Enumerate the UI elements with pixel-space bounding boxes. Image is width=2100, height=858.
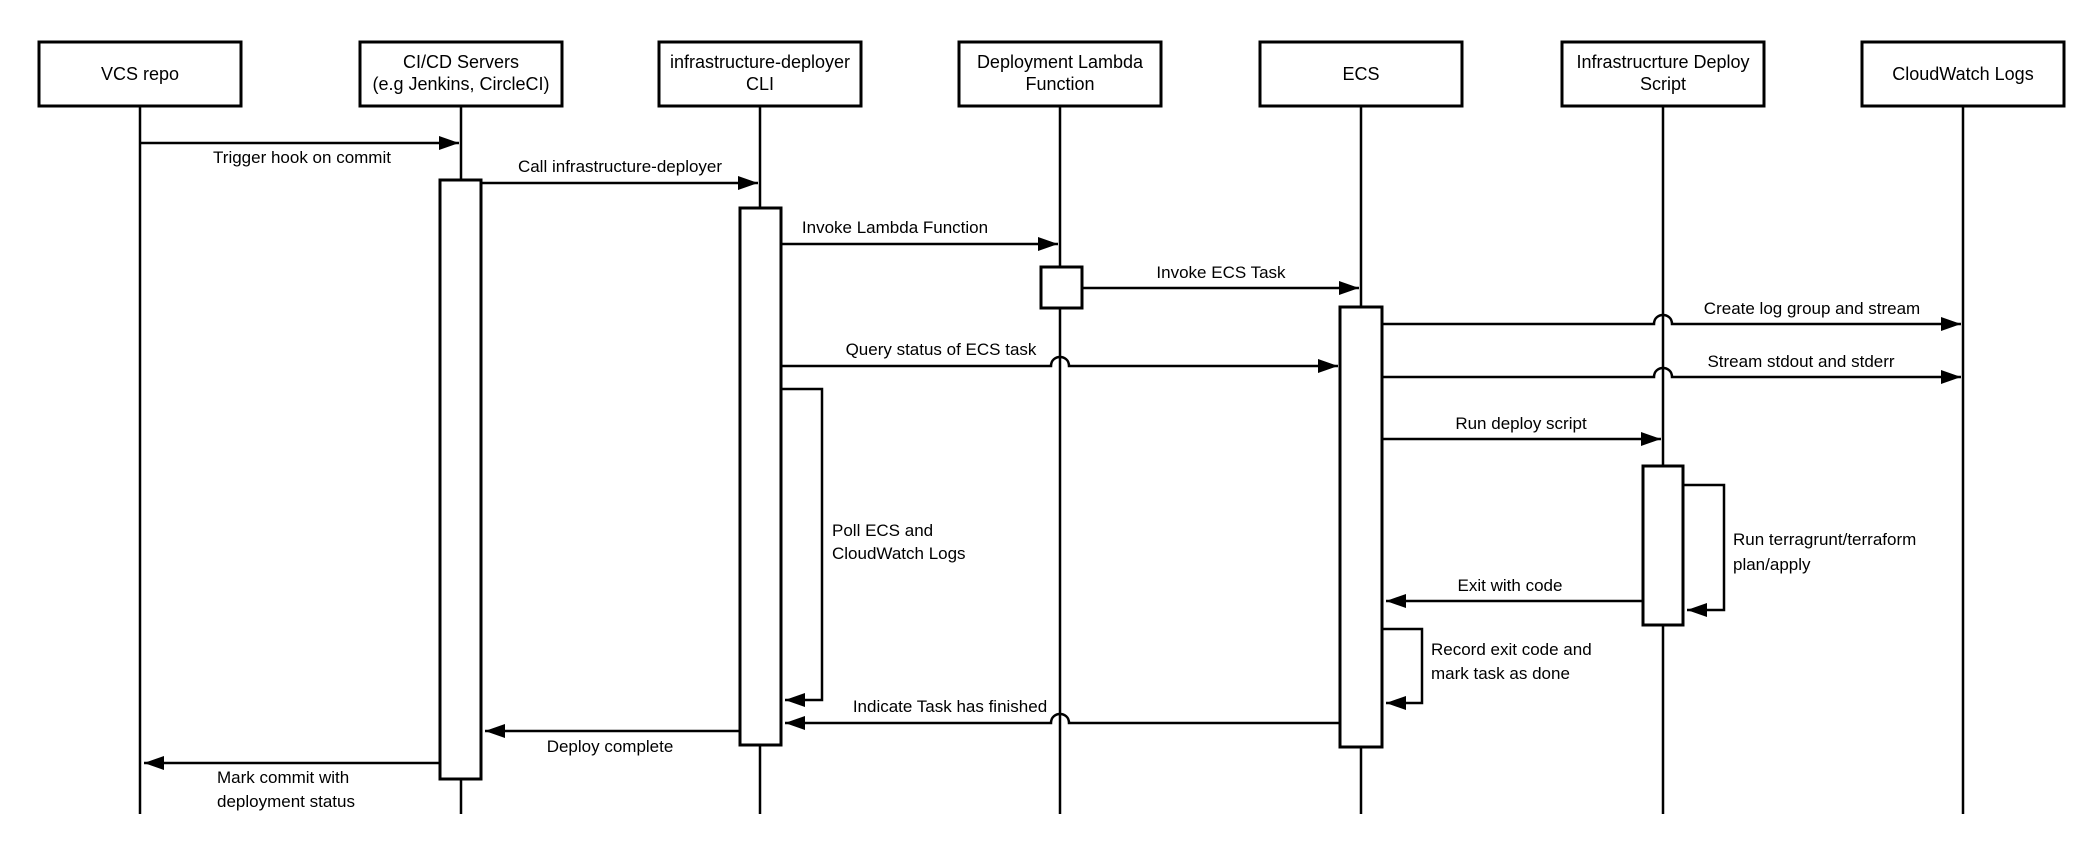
actor-cloudwatch-logs: CloudWatch Logs xyxy=(1860,40,2066,108)
label-run-terragrunt-line1: Run terragrunt/terraform xyxy=(1733,530,1916,549)
actor-box-ecs xyxy=(1258,40,1464,108)
actor-label-cli-line2: CLI xyxy=(746,74,774,94)
label-indicate-task-has-finished: Indicate Task has finished xyxy=(853,697,1047,716)
label-invoke-lambda-function: Invoke Lambda Function xyxy=(802,218,988,237)
label-record-exit-code-line1: Record exit code and xyxy=(1431,640,1592,659)
activation-bar-deploy-script xyxy=(1641,464,1685,627)
label-invoke-ecs-task: Invoke ECS Task xyxy=(1156,263,1286,282)
actor-deployment-lambda: Deployment Lambda Function xyxy=(957,40,1163,108)
actor-label-deploy-script-line1: Infrastrucrture Deploy xyxy=(1576,52,1749,72)
actor-box-cicd-servers xyxy=(358,40,564,108)
label-trigger-hook-on-commit: Trigger hook on commit xyxy=(213,148,391,167)
label-call-infrastructure-deployer: Call infrastructure-deployer xyxy=(518,157,722,176)
label-poll-ecs-line2: CloudWatch Logs xyxy=(832,544,966,563)
actor-box-cloudwatch-logs xyxy=(1860,40,2066,108)
arrow-query-status-of-ecs-task xyxy=(781,355,1338,373)
actor-label-vcs-repo: VCS repo xyxy=(101,64,179,84)
arrow-create-log-group-and-stream xyxy=(1382,313,1961,331)
activation-bar-ecs xyxy=(1338,305,1384,749)
self-loop-run-terragrunt xyxy=(1683,483,1726,617)
activation-bar-lambda xyxy=(1039,265,1084,310)
self-loop-poll-ecs-cloudwatch xyxy=(781,387,824,707)
actor-ecs: ECS xyxy=(1258,40,1464,108)
activation-bar-cicd xyxy=(438,178,483,781)
actor-label-lambda-line1: Deployment Lambda xyxy=(977,52,1144,72)
actor-label-ecs: ECS xyxy=(1342,64,1379,84)
label-run-deploy-script: Run deploy script xyxy=(1455,414,1587,433)
actor-infrastructure-deploy-script: Infrastrucrture Deploy Script xyxy=(1560,40,1766,108)
activation-bar-cli xyxy=(738,206,783,747)
label-mark-commit-line2: deployment status xyxy=(217,792,355,811)
label-deploy-complete: Deploy complete xyxy=(547,737,674,756)
actor-box-infrastructure-deploy-script xyxy=(1560,40,1766,108)
actor-cicd-servers: CI/CD Servers (e.g Jenkins, CircleCI) xyxy=(358,40,564,108)
label-mark-commit-line1: Mark commit with xyxy=(217,768,349,787)
label-exit-with-code: Exit with code xyxy=(1458,576,1563,595)
self-loop-record-exit-code xyxy=(1382,627,1424,710)
actor-label-lambda-line2: Function xyxy=(1025,74,1094,94)
label-create-log-group-and-stream: Create log group and stream xyxy=(1704,299,1920,318)
actor-box-vcs-repo xyxy=(37,40,243,108)
actor-box-infrastructure-deployer-cli xyxy=(657,40,863,108)
actor-label-cicd-servers-line2: (e.g Jenkins, CircleCI) xyxy=(372,74,549,94)
label-stream-stdout-and-stderr: Stream stdout and stderr xyxy=(1707,352,1894,371)
label-record-exit-code-line2: mark task as done xyxy=(1431,664,1570,683)
actor-label-cloudwatch-logs: CloudWatch Logs xyxy=(1892,64,2033,84)
actor-label-cicd-servers-line1: CI/CD Servers xyxy=(403,52,519,72)
actor-infrastructure-deployer-cli: infrastructure-deployer CLI xyxy=(657,40,863,108)
label-query-status-of-ecs-task: Query status of ECS task xyxy=(846,340,1037,359)
actor-box-deployment-lambda xyxy=(957,40,1163,108)
label-poll-ecs-line1: Poll ECS and xyxy=(832,521,933,540)
arrow-stream-stdout-and-stderr xyxy=(1382,366,1961,384)
actor-vcs-repo: VCS repo xyxy=(37,40,243,108)
actor-label-deploy-script-line2: Script xyxy=(1640,74,1686,94)
arrow-indicate-task-has-finished xyxy=(785,712,1340,730)
label-run-terragrunt-line2: plan/apply xyxy=(1733,555,1811,574)
actor-label-cli-line1: infrastructure-deployer xyxy=(670,52,850,72)
